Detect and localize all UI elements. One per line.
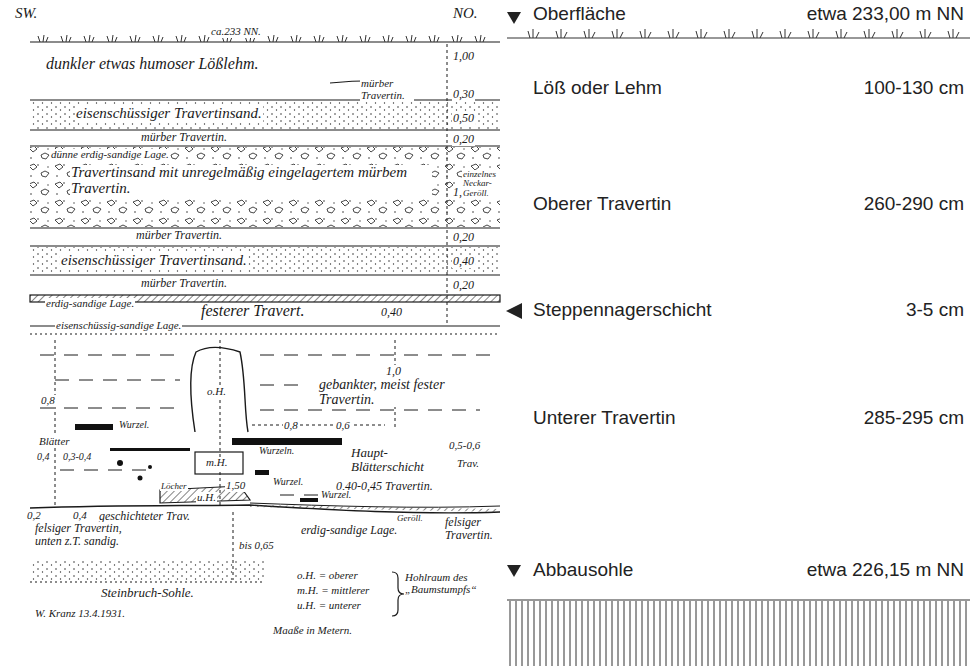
drawing-label: 0,40 (452, 255, 475, 268)
column-label: Steppennagerschicht (533, 300, 712, 320)
drawing-label: o.H. = oberer (296, 570, 359, 582)
drawing-label: m.H. (205, 457, 228, 469)
drawing-label: bis 0,65 (238, 540, 275, 552)
column-label: 285-295 cm (864, 408, 964, 428)
drawing-label: mürber Travertin. (135, 229, 223, 242)
column-label: Oberer Travertin (533, 194, 671, 214)
drawing-label: 0,8 (283, 420, 299, 432)
drawing-label: erdig-sandige Lage. (45, 298, 135, 310)
legend-column (506, 12, 970, 600)
drawing-label: gebankter, meist fester Travertin. (318, 378, 490, 407)
root-marks (75, 424, 342, 502)
drawing-label: Wurzeln. (258, 446, 295, 457)
drawing-label: Wurzel. (272, 477, 304, 488)
drawing-label: u.H. (196, 492, 217, 504)
drawing-label: W. Kranz 13.4.1931. (34, 608, 126, 620)
drawing-label: dunkler etwas humoser Lößlehm. (45, 56, 259, 73)
drawing-label: eisenschüssig-sandige Lage. (55, 320, 182, 332)
drawing-label: 0,20 (452, 231, 475, 244)
drawing-label: 0,30 (452, 88, 475, 101)
drawing-label: u.H. = unterer (296, 600, 362, 612)
drawing-label: 0,4 (72, 510, 88, 522)
layer-lines (30, 42, 500, 582)
drawing-label: 0,2 (26, 510, 42, 522)
brace (392, 572, 404, 616)
drawing-label: dünne erdig-sandige Lage. (50, 149, 170, 161)
drawing-label: NO. (452, 6, 479, 22)
drawing-label: mürber Travertin. (360, 78, 414, 101)
drawing-label: Maaße in Metern. (272, 625, 353, 637)
dimension-lines (55, 44, 447, 580)
drawing-label: 0,6 (335, 420, 351, 432)
drawing-label: erdig-sandige Lage. (300, 524, 422, 537)
drawing-label: Hohlraum des „Baumstumpfs“ (404, 572, 488, 595)
column-label: Oberfläche (533, 4, 626, 24)
column-label: Löß oder Lehm (533, 78, 662, 98)
drawing-label: mürber Travertin. (140, 131, 228, 144)
drawing-label: 0,4 (36, 452, 51, 463)
drawing-label: 0,40 (380, 306, 403, 319)
drawing-label: 0,20 (452, 133, 475, 146)
drawing-label: 1,00 (452, 50, 475, 63)
drawing-label: 0,8 (40, 395, 56, 407)
column-label: etwa 233,00 m NN (807, 4, 964, 24)
drawing-label: festerer Travert. (200, 303, 305, 320)
texture-strokes (38, 29, 966, 666)
drawing-label: Blätter (38, 436, 71, 448)
column-label: Unterer Travertin (533, 408, 676, 428)
drawing-label: 1,0 (385, 365, 402, 378)
drawing-label: mürber Travertin. (140, 277, 228, 290)
drawing-label: 0,50 (452, 112, 475, 125)
drawing-label: SW. (14, 6, 38, 22)
drawing-label: Trav. (456, 458, 480, 470)
drawing-label: eisenschüssiger Travertinsand. (60, 253, 248, 269)
drawing-label: Geröll. (396, 514, 424, 523)
drawing-label: felsiger Travertin. (444, 516, 498, 541)
drawing-label: o.H. (206, 386, 227, 398)
column-label: etwa 226,15 m NN (807, 560, 964, 580)
drawing-label: Löcher (160, 482, 188, 491)
drawing-label: Travertinsand mit unregelmäßig eingelage… (70, 165, 432, 197)
column-label: 260-290 cm (864, 194, 964, 214)
drawing-label: 1,50 (225, 480, 246, 492)
drawing-label: m.H. = mittlerer (296, 585, 370, 597)
drawing-label: geschichteter Trav. (98, 510, 191, 523)
drawing-label: felsiger Travertin, unten z.T. sandig. (34, 522, 146, 547)
column-label: 3-5 cm (906, 300, 964, 320)
drawing-label: Steinbruch-Sohle. (100, 586, 195, 600)
drawing-label: eisenschüssiger Travertinsand. (75, 106, 263, 122)
drawing-label: Haupt-Blätterschicht (350, 446, 452, 473)
drawing-label: 0,3-0,4 (62, 452, 92, 463)
drawing-label: Wurzel. (320, 490, 352, 501)
drawing-label: 0,20 (452, 279, 475, 292)
drawing-label: 0,5-0,6 (448, 440, 481, 452)
drawing-label: einzelnes Neckar-Geröll. (462, 170, 500, 198)
drawing-label: Wurzel. (118, 420, 150, 431)
drawing-label: ca.233 NN. (210, 26, 262, 38)
column-label: Abbausohle (533, 560, 633, 580)
column-label: 100-130 cm (864, 78, 964, 98)
